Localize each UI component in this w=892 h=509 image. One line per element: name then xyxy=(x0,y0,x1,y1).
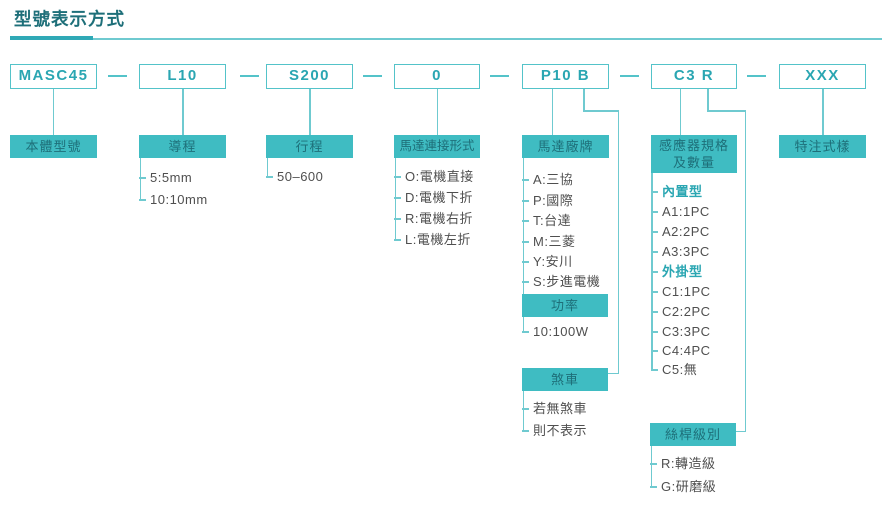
option-item: 則不表示 xyxy=(522,422,587,440)
connector-line xyxy=(822,89,824,135)
label-box-screw-grade: 絲桿級別 xyxy=(650,423,736,446)
dash-separator xyxy=(490,75,509,77)
code-box-motor-brand: P10 B xyxy=(522,64,609,89)
option-item: G:研磨級 xyxy=(650,478,716,496)
option-item: 5:5mm xyxy=(139,169,192,187)
dash-separator xyxy=(747,75,766,77)
option-item: T:台達 xyxy=(522,212,571,230)
connector-line xyxy=(182,89,184,135)
connector-brake xyxy=(583,89,585,111)
label-box-sensor-line1: 感應器規格 xyxy=(658,138,729,153)
option-item: M:三菱 xyxy=(522,233,575,251)
option-spine-motor-brand xyxy=(522,158,524,332)
connector-screw-grade xyxy=(735,430,746,432)
page-title: 型號表示方式 xyxy=(14,9,125,29)
option-item: A2:2PC xyxy=(651,223,710,241)
option-item: D:電機下折 xyxy=(394,189,473,207)
option-item: R:電機右折 xyxy=(394,210,473,228)
option-item: C1:1PC xyxy=(651,283,711,301)
option-item: P:國際 xyxy=(522,192,573,210)
option-item: A:三協 xyxy=(522,171,573,189)
label-box-power: 功率 xyxy=(522,294,608,317)
connector-screw-grade xyxy=(744,110,746,431)
connector-line xyxy=(309,89,311,135)
option-item: O:電機直接 xyxy=(394,168,474,186)
connector-brake xyxy=(583,110,619,112)
option-spine-lead xyxy=(139,158,141,200)
label-box-brake: 煞車 xyxy=(522,368,608,391)
label-box-body-model: 本體型號 xyxy=(10,135,97,158)
option-item: A3:3PC xyxy=(651,243,710,261)
label-box-sensor: 感應器規格 及數量 xyxy=(651,135,737,173)
option-spine-screw-grade xyxy=(650,446,652,487)
code-box-motor-mount: 0 xyxy=(394,64,480,89)
option-item: 10:10mm xyxy=(139,191,208,209)
connector-line xyxy=(52,89,54,135)
connector-line xyxy=(551,89,553,135)
option-group-built-in: 內置型 xyxy=(651,183,703,201)
option-item: 50–600 xyxy=(266,168,323,186)
option-item: C3:3PC xyxy=(651,323,711,341)
label-box-stroke: 行程 xyxy=(266,135,353,158)
label-box-motor-mount: 馬達連接形式 xyxy=(394,135,480,158)
label-box-sensor-line2: 及數量 xyxy=(672,155,715,170)
dash-separator xyxy=(363,75,382,77)
option-item: R:轉造級 xyxy=(650,455,716,473)
option-item: C2:2PC xyxy=(651,303,711,321)
dash-separator xyxy=(240,75,259,77)
option-spine-motor-mount xyxy=(394,158,396,240)
label-box-special: 特注式樣 xyxy=(779,135,866,158)
code-box-sensor: C3 R xyxy=(651,64,737,89)
option-spine-stroke xyxy=(266,158,268,177)
title-underline xyxy=(10,38,882,40)
title-underline-accent xyxy=(10,35,93,40)
option-group-external: 外掛型 xyxy=(651,263,703,281)
label-box-lead: 導程 xyxy=(139,135,226,158)
connector-screw-grade xyxy=(707,110,746,112)
code-box-body-model: MASC45 xyxy=(10,64,97,89)
dash-separator xyxy=(108,75,127,77)
option-item: C5:無 xyxy=(651,361,697,379)
code-box-special: XXX xyxy=(779,64,866,89)
option-item: C4:4PC xyxy=(651,342,711,360)
option-item: 10:100W xyxy=(522,323,589,341)
option-item: Y:安川 xyxy=(522,253,573,271)
option-item: L:電機左折 xyxy=(394,231,471,249)
connector-brake xyxy=(606,372,619,374)
option-item: S:步進電機 xyxy=(522,273,600,291)
code-box-stroke: S200 xyxy=(266,64,353,89)
code-box-lead: L10 xyxy=(139,64,226,89)
dash-separator xyxy=(620,75,639,77)
connector-screw-grade xyxy=(707,89,709,111)
connector-brake xyxy=(617,110,619,374)
connector-line xyxy=(679,89,681,135)
option-spine-brake xyxy=(522,391,524,431)
label-box-motor-brand: 馬達廠牌 xyxy=(522,135,609,158)
option-item: A1:1PC xyxy=(651,203,710,221)
connector-line xyxy=(436,89,438,135)
option-item: 若無煞車 xyxy=(522,400,587,418)
